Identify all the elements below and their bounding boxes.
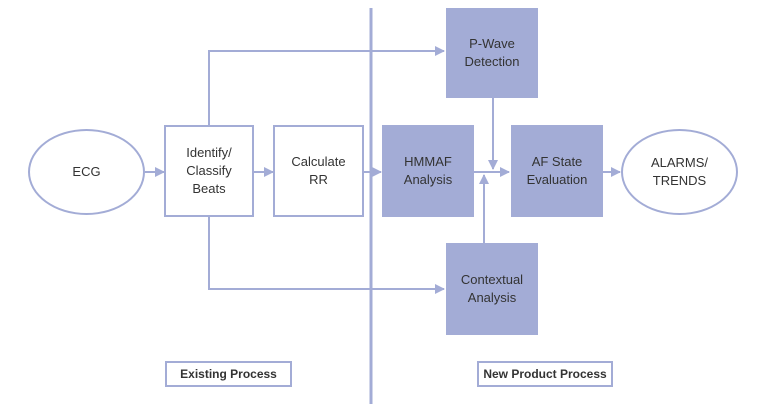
- alarms-trends-node: ALARMS/ TRENDS: [621, 129, 738, 215]
- new-product-process-label: New Product Process: [477, 361, 613, 387]
- arrow-identify-to-pwave: [208, 46, 445, 125]
- contextual-analysis-node: Contextual Analysis: [446, 243, 538, 335]
- calculate-rr-node: Calculate RR: [273, 125, 364, 217]
- arrow-identify-to-contextual: [208, 217, 445, 294]
- af-state-evaluation-node: AF State Evaluation: [511, 125, 603, 217]
- existing-process-label: Existing Process: [165, 361, 292, 387]
- p-wave-detection-node: P-Wave Detection: [446, 8, 538, 98]
- identify-classify-beats-node: Identify/ Classify Beats: [164, 125, 254, 217]
- hmmaf-analysis-node: HMMAF Analysis: [382, 125, 474, 217]
- ecg-node: ECG: [28, 129, 145, 215]
